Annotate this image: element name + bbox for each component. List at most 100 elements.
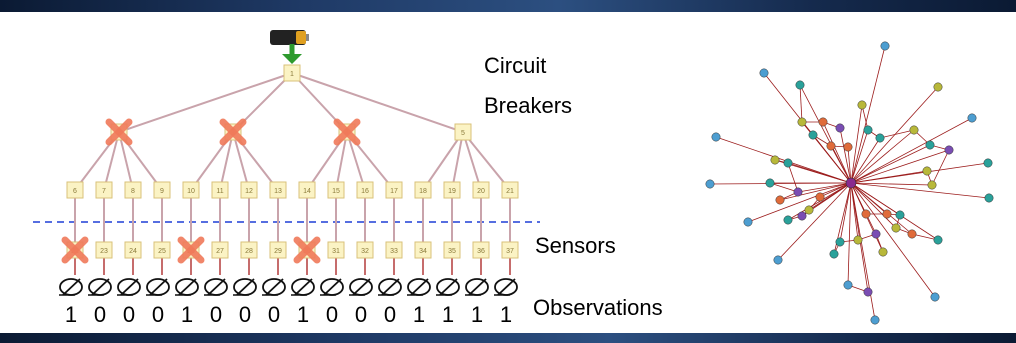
network-node — [770, 155, 780, 165]
sensor-node-label: 24 — [129, 248, 137, 255]
circuit-node: 16 — [356, 181, 374, 199]
network-edge — [839, 182, 852, 243]
circuit-node: 13 — [269, 181, 287, 199]
edge-breaker-node — [219, 131, 234, 191]
failure-x-stroke — [333, 118, 361, 146]
edge-root-breaker — [118, 72, 293, 133]
gauge-icon — [378, 278, 402, 296]
sensor-node-label: 25 — [158, 248, 166, 255]
network-node — [863, 287, 873, 297]
network-edge — [777, 182, 852, 261]
circuit-node-box — [153, 181, 171, 199]
network-edge — [787, 162, 852, 184]
sensor-node-box — [269, 241, 287, 259]
observation-digit: 0 — [151, 302, 165, 327]
network-node — [829, 249, 839, 259]
circuit-node-box — [211, 181, 229, 199]
network-node — [927, 180, 937, 190]
gauge-icon — [465, 278, 489, 296]
network-node — [871, 229, 881, 239]
network-node — [984, 193, 994, 203]
network-edge — [850, 149, 950, 184]
network-node — [775, 195, 785, 205]
power-arrow-head — [282, 54, 302, 64]
network-node — [870, 315, 880, 325]
failure-x-icon — [105, 118, 133, 146]
network-node — [743, 217, 753, 227]
observations-label: Observations — [533, 295, 663, 320]
network-edge — [850, 144, 931, 184]
network-node — [793, 187, 803, 197]
circuit-node: 6 — [66, 181, 84, 199]
circuit-node-label: 21 — [506, 188, 514, 195]
circuit-node-label: 9 — [160, 188, 164, 195]
breaker-node-label: 5 — [461, 130, 465, 137]
network-node — [765, 178, 775, 188]
sensor-node: 25 — [153, 241, 171, 259]
battery-icon — [270, 30, 309, 45]
edge-breaker-node — [335, 131, 348, 191]
failure-x-icon — [61, 236, 89, 264]
sensor-node-box — [211, 241, 229, 259]
network-node — [843, 142, 853, 152]
sensor-node-label: 23 — [100, 248, 108, 255]
network-edge — [850, 182, 876, 321]
network-node — [878, 247, 888, 257]
network-edge — [850, 182, 936, 298]
observation-digit: 0 — [267, 302, 281, 327]
top-decorative-bar — [0, 0, 1016, 12]
circuit-node-label: 14 — [303, 188, 311, 195]
network-node — [797, 117, 807, 127]
circuit-node: 19 — [443, 181, 461, 199]
circuit-node: 8 — [124, 181, 142, 199]
circuit-tree-diagram: 1234567891011121314151617181920212223242… — [33, 30, 540, 296]
network-hub-node — [845, 177, 857, 189]
network-edge — [850, 170, 928, 184]
sensor-node-box — [501, 241, 519, 259]
network-node — [930, 292, 940, 302]
failure-x-stroke — [219, 118, 247, 146]
circuit-node-label: 11 — [216, 188, 223, 195]
observation-digit: 0 — [354, 302, 368, 327]
observation-digit: 1 — [296, 302, 310, 327]
circuit-node-box — [356, 181, 374, 199]
network-node — [967, 113, 977, 123]
circuit-node: 18 — [414, 181, 432, 199]
observation-digit: 1 — [180, 302, 194, 327]
edge-breaker-node — [462, 131, 511, 191]
network-node — [783, 158, 793, 168]
network-edge — [850, 182, 939, 241]
edge-breaker-node — [118, 131, 134, 191]
sensor-node-label: 27 — [216, 248, 224, 255]
circuit-node: 7 — [95, 181, 113, 199]
sensors-label: Sensors — [535, 233, 616, 258]
network-node — [925, 140, 935, 150]
network-node — [797, 211, 807, 221]
network-edge — [799, 84, 803, 123]
circuit-label-line1: Circuit — [484, 53, 547, 78]
circuit-node: 14 — [298, 181, 316, 199]
network-node — [933, 82, 943, 92]
network-node — [759, 68, 769, 78]
sensor-node-box — [356, 241, 374, 259]
network-edge — [812, 134, 852, 184]
circuit-node: 21 — [501, 181, 519, 199]
gauge-needle — [91, 278, 110, 296]
network-edge — [850, 182, 933, 186]
failure-x-icon — [219, 118, 247, 146]
observation-digit: 1 — [499, 302, 513, 327]
sensor-node: 36 — [472, 241, 490, 259]
failure-x-stroke — [293, 236, 321, 264]
sensor-node-label: 36 — [477, 248, 485, 255]
network-edge — [850, 45, 886, 184]
network-node — [818, 117, 828, 127]
network-edge — [850, 129, 915, 184]
network-edge — [850, 117, 973, 184]
circuit-node-label: 18 — [419, 188, 427, 195]
sensor-node-label: 33 — [390, 248, 398, 255]
gauge-needle — [265, 278, 284, 296]
root-node-label: 1 — [290, 71, 294, 78]
circuit-node: 15 — [327, 181, 345, 199]
network-edge — [769, 182, 799, 193]
